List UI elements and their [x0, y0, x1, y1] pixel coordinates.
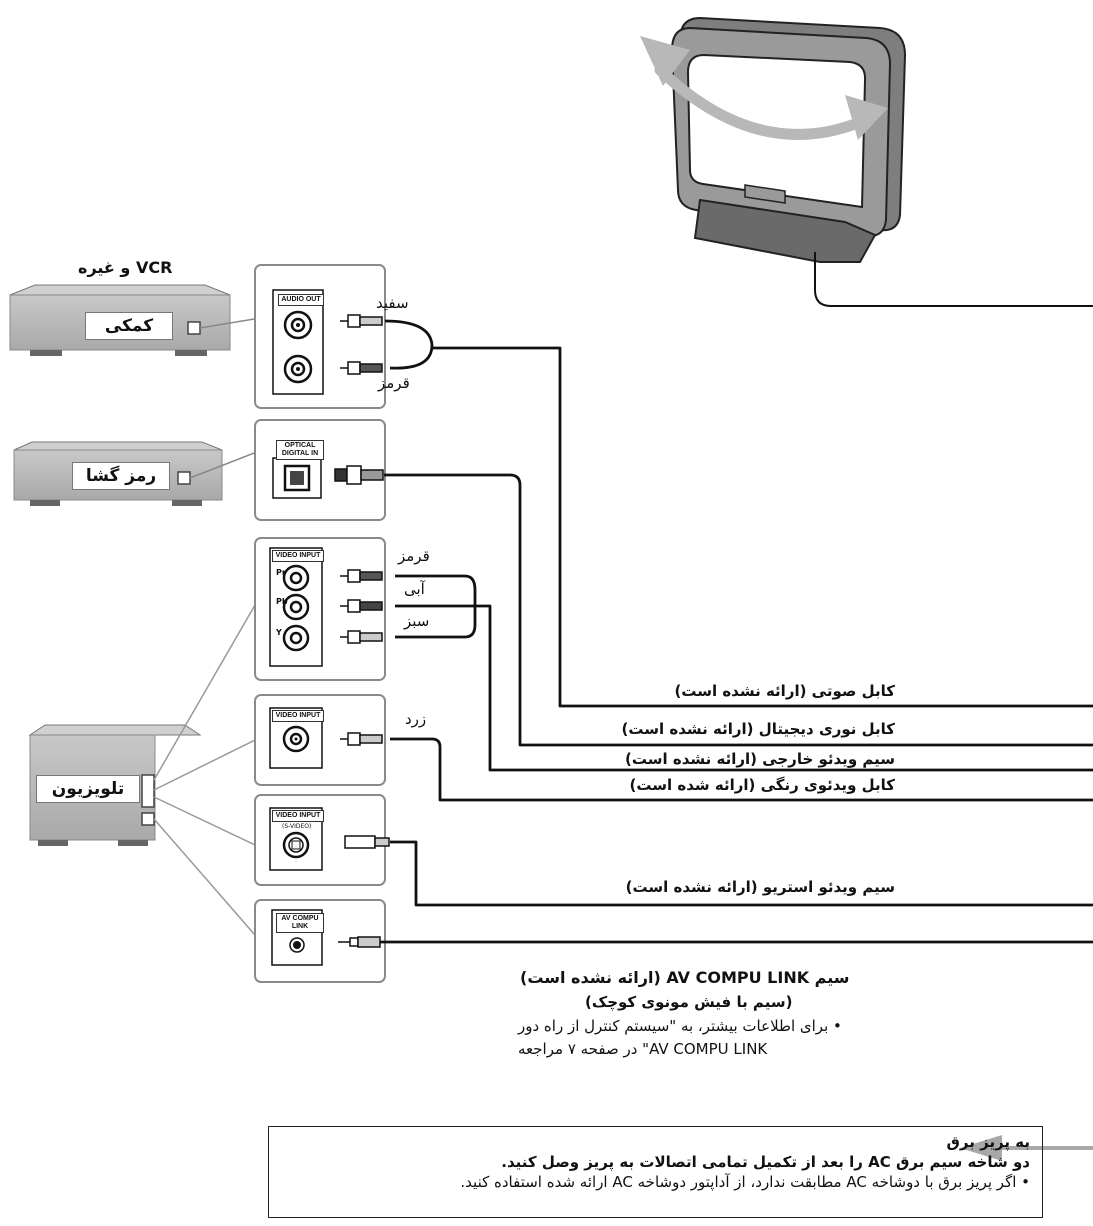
vcr-label: کمکی [85, 312, 173, 340]
pb-label: Pb [276, 597, 288, 606]
plug-blue-component [340, 599, 383, 613]
optical-cable-route [384, 473, 1093, 747]
power-note-line2: • اگر پریز برق با دوشاخه AC مطابقت ندارد… [460, 1173, 1030, 1191]
component-cable-route [395, 574, 1093, 772]
optical-cable-label: کابل نوری دیجیتال (ارائه نشده است) [621, 720, 896, 738]
svideo-sublabel: (S-VIDEO) [282, 823, 312, 830]
plug-green-component [340, 630, 383, 644]
svideo-input-label: VIDEO INPUT [272, 810, 324, 822]
audio-cable-route [384, 319, 1093, 708]
compu-link-note-2: AV COMPU LINK" در صفحه ۷ مراجعه [518, 1040, 768, 1058]
power-note-line1: دو شاخه سیم برق AC را بعد از تکمیل تمامی… [501, 1153, 1030, 1171]
composite-cable-route [390, 737, 1093, 802]
white-plug-label: سفید [376, 294, 409, 312]
compu-link-note-1: • برای اطلاعات بیشتر، به "سیستم کنترل از… [518, 1017, 842, 1035]
compu-link-cable-sub: (سیم با فیش مونوی کوچک) [585, 993, 793, 1011]
red-plug-label: قرمز [378, 374, 410, 392]
decoder-label: رمز گشا [72, 462, 170, 490]
power-outlet-arrow [960, 1135, 1093, 1161]
audio-cable-label: کابل صوتی (ارائه نشده است) [674, 682, 895, 700]
component-cable-label: کابل ویدئوی رنگی (ارائه شده است) [629, 776, 895, 794]
plug-white-audio [340, 314, 383, 328]
plug-red-component [340, 569, 383, 583]
component-input-label: VIDEO INPUT [272, 550, 324, 562]
plug-red-audio [340, 361, 383, 375]
red-component-label: قرمز [398, 547, 430, 565]
compu-link-cable-title: سیم AV COMPU LINK (ارائه نشده است) [520, 968, 850, 987]
composite-input-label: VIDEO INPUT [272, 710, 324, 722]
power-note-box: به پریز برق دو شاخه سیم برق AC را بعد از… [268, 1126, 1043, 1218]
audio-out-panel [254, 264, 386, 409]
plug-optical [334, 465, 384, 485]
tv-label: تلویزیون [36, 775, 140, 803]
pr-label: Pr [276, 568, 286, 577]
plug-minijack [338, 936, 381, 948]
plug-yellow-composite [340, 732, 383, 746]
optical-in-label: OPTICAL DIGITAL IN [276, 440, 324, 460]
decoder-device [13, 441, 263, 506]
tv-device [28, 604, 256, 936]
power-note-title: به پریز برق [946, 1133, 1030, 1151]
am-loop-antenna [640, 16, 1093, 307]
plugs [334, 314, 390, 948]
composite-cable-label: سیم ویدئو خارجی (ارائه نشده است) [624, 750, 895, 768]
green-component-label: سبز [404, 612, 430, 630]
y-label: Y [276, 628, 282, 637]
compu-link-label: AV COMPU LINK [276, 913, 324, 933]
vcr-group-label: VCR و غیره [78, 258, 173, 277]
blue-component-label: آبی [404, 580, 425, 598]
audio-out-label: AUDIO OUT [278, 294, 324, 306]
svideo-cable-label: سیم ویدئو استریو (ارائه نشده است) [625, 878, 895, 896]
svideo-cable-route [390, 840, 1093, 907]
plug-svideo [344, 835, 390, 849]
yellow-plug-label: زرد [405, 710, 427, 728]
